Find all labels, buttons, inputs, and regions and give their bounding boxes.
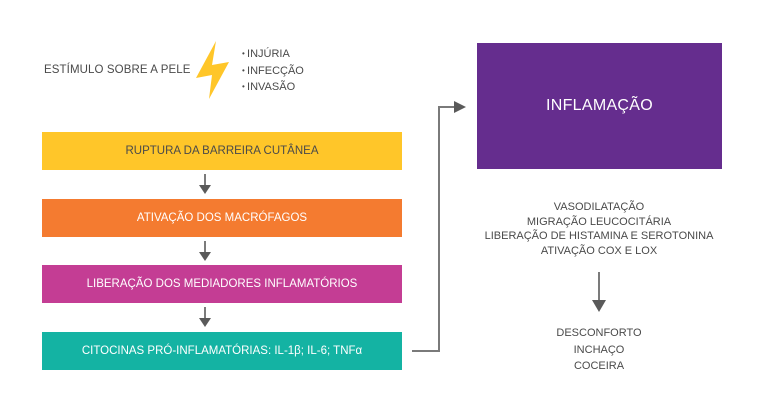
effect-item: LIBERAÇÃO DE HISTAMINA E SEROTONINA <box>484 230 714 242</box>
effect-item: VASODILATAÇÃO <box>553 201 645 213</box>
step-macrophage-activation: ATIVAÇÃO DOS MACRÓFAGOS <box>42 199 402 237</box>
arrow-step3-to-step4 <box>199 307 211 327</box>
effect-item: ATIVAÇÃO COX E LOX <box>540 244 658 257</box>
step-proinflammatory-cytokines: CITOCINAS PRÓ-INFLAMATÓRIAS: IL-1β; IL-6… <box>42 332 402 370</box>
arrow-cytokines-to-inflammation <box>412 101 466 352</box>
step-mediator-release: LIBERAÇÃO DOS MEDIADORES INFLAMATÓRIOS <box>42 265 402 303</box>
symptom-item: INCHAÇO <box>573 343 625 356</box>
step-skin-barrier-rupture: RUPTURA DA BARREIRA CUTÂNEA <box>42 132 402 170</box>
symptom-item: DESCONFORTO <box>556 327 642 339</box>
cause-item: INVASÃO <box>242 79 304 96</box>
arrow-step1-to-step2 <box>199 174 211 194</box>
inflammation-effects-list: VASODILATAÇÃO MIGRAÇÃO LEUCOCITÁRIA LIBE… <box>470 200 728 258</box>
inflammation-box: INFLAMAÇÃO <box>477 43 722 169</box>
stimulus-label: ESTÍMULO SOBRE A PELE <box>44 64 191 76</box>
effect-item: MIGRAÇÃO LEUCOCITÁRIA <box>526 215 672 228</box>
cause-item: INFECÇÃO <box>242 63 304 80</box>
stimulus-causes-list: INJÚRIA INFECÇÃO INVASÃO <box>242 46 304 96</box>
arrow-step2-to-step3 <box>199 241 211 261</box>
lightning-bolt-icon <box>196 41 229 99</box>
cause-item: INJÚRIA <box>242 46 304 63</box>
arrow-effects-to-symptoms <box>592 272 606 312</box>
symptom-item: COCEIRA <box>573 360 625 372</box>
symptoms-list: DESCONFORTO INCHAÇO COCEIRA <box>520 325 678 375</box>
